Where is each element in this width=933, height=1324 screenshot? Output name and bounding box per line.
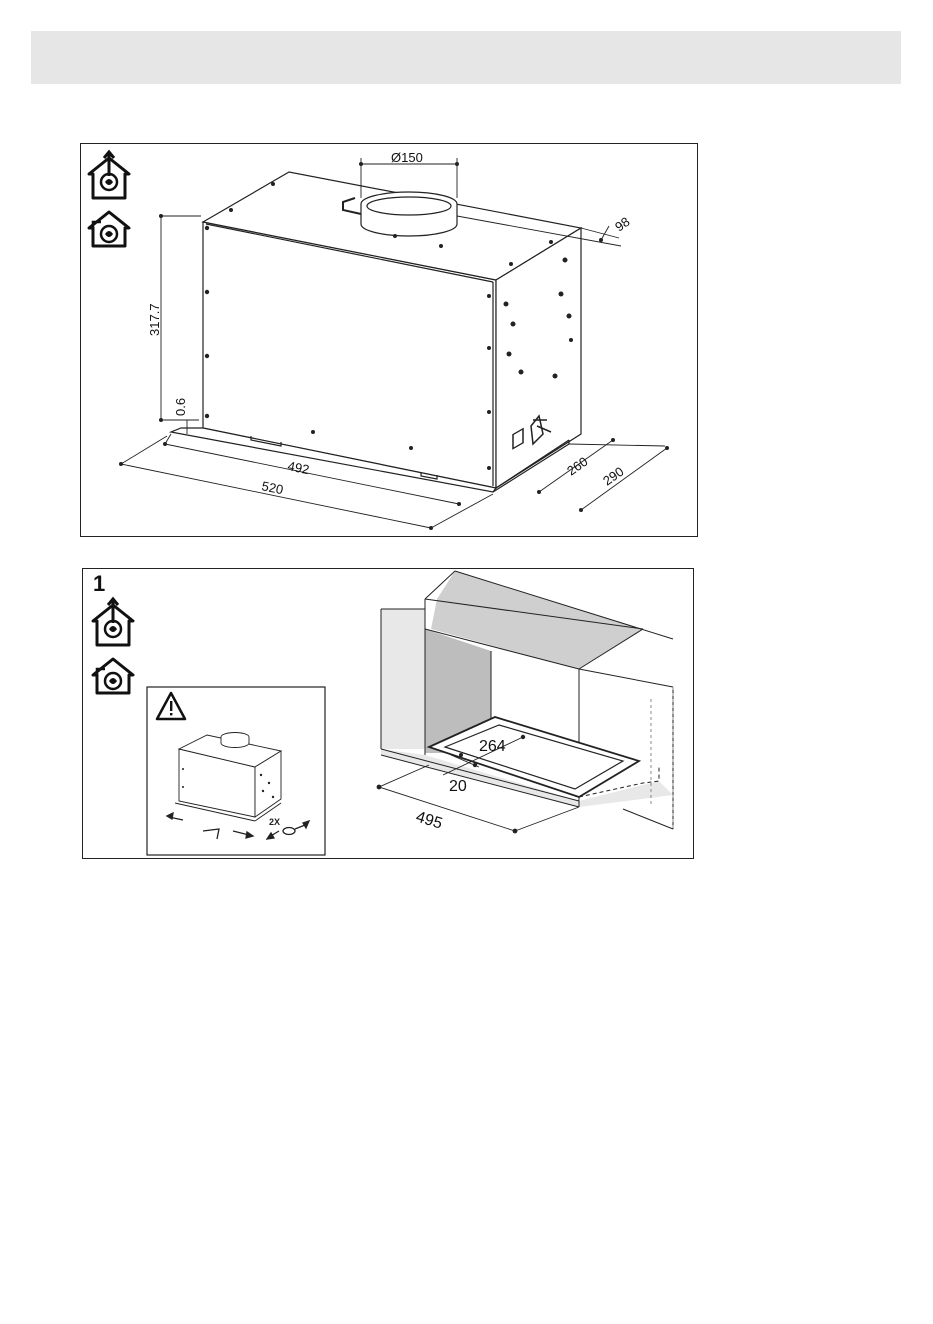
dim-cutout-depth: 264	[479, 738, 506, 755]
header-bar	[31, 31, 901, 84]
dim-depth-outer: 290	[600, 464, 626, 489]
dim-height: 317.7	[147, 303, 162, 336]
dim-outer-width: 520	[260, 478, 284, 497]
dim-margin: 20	[449, 778, 467, 795]
svg-text:2X: 2X	[269, 817, 280, 827]
dim-duct-diameter: Ø150	[391, 150, 423, 165]
hood-body	[171, 172, 581, 492]
step-number: 1	[93, 571, 105, 596]
ducted-mode-icon	[93, 599, 133, 645]
dimension-diagram-panel: Ø150 317.7 0.6 492 520 260 290 98	[80, 143, 698, 537]
recirculation-mode-icon	[93, 659, 133, 693]
ducted-mode-icon	[89, 152, 129, 198]
cutout-drawing: 1	[83, 569, 695, 860]
dim-flange: 0.6	[173, 398, 188, 416]
dim-depth-inner: 260	[564, 454, 590, 479]
warning-inset: 2X	[147, 687, 325, 855]
dim-inner-width: 492	[286, 458, 310, 477]
recirculation-mode-icon	[89, 212, 129, 246]
hood-dimension-drawing: Ø150 317.7 0.6 492 520 260 290 98	[81, 144, 699, 538]
dim-cutout-width: 495	[414, 809, 445, 833]
cabinet	[381, 571, 673, 829]
dim-collar-offset: 98	[612, 214, 632, 235]
installation-step-panel: 1	[82, 568, 694, 859]
